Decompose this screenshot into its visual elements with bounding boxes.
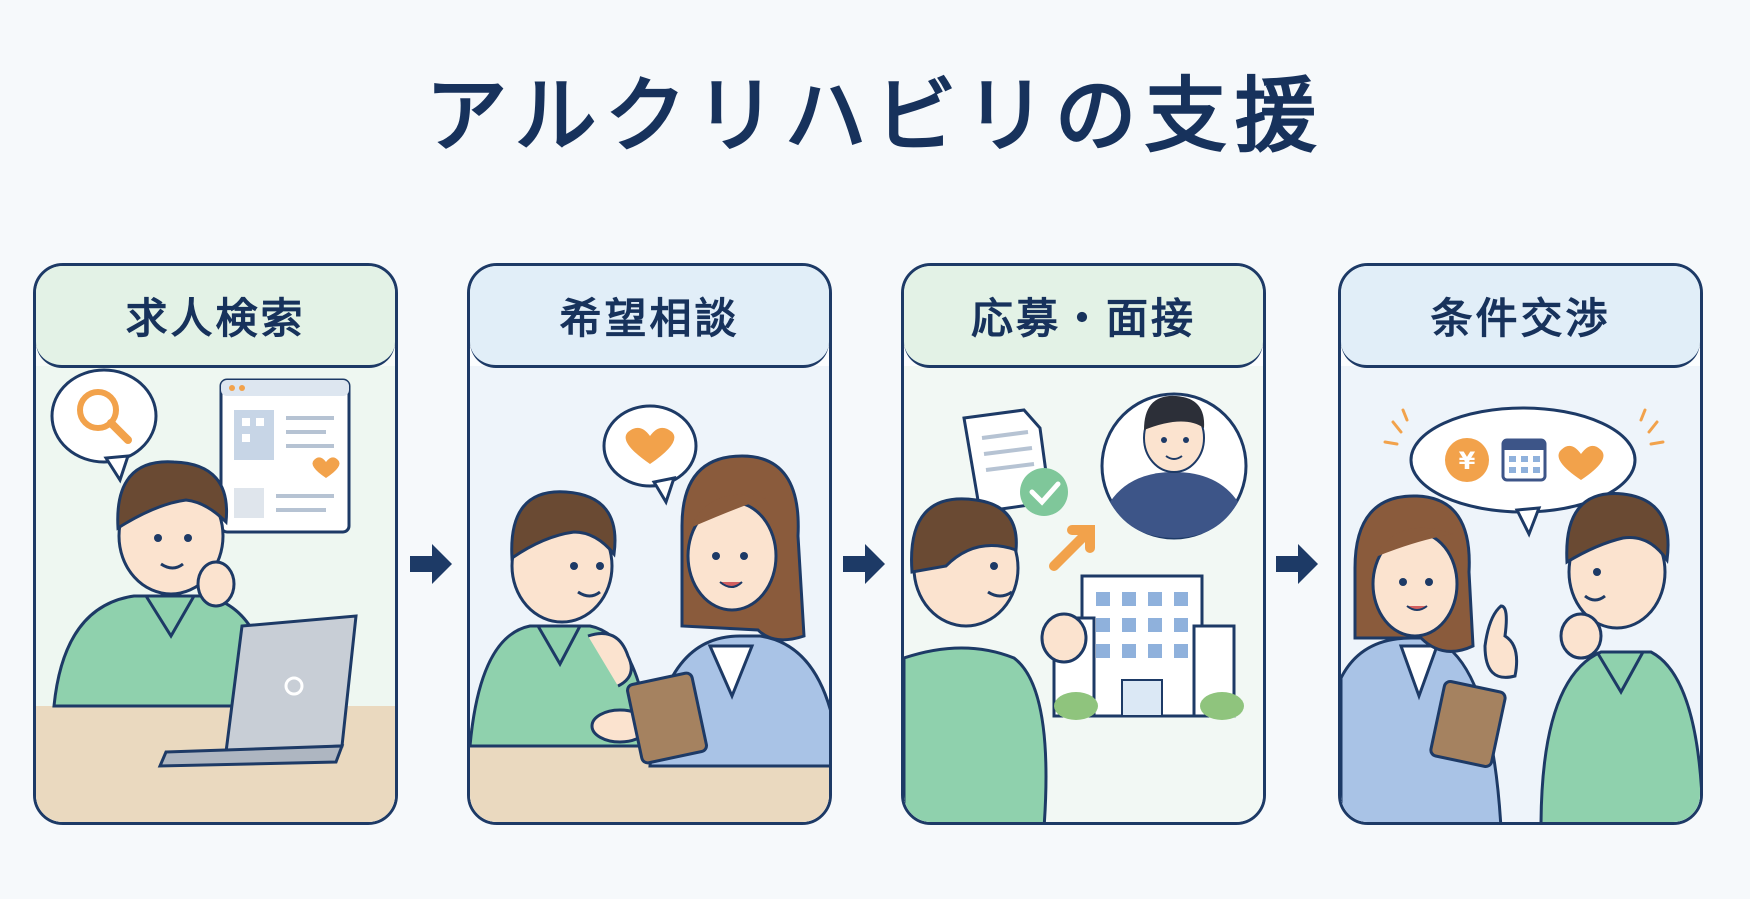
step-label: 応募・面接 <box>970 294 1196 343</box>
step-header: 条件交渉 <box>1341 266 1700 368</box>
arrow-right-icon <box>410 544 452 584</box>
page-title: アルクリハビリの支援 <box>425 69 1325 164</box>
step-card-consultation: 希望相談 <box>467 263 832 825</box>
step-header: 応募・面接 <box>904 266 1263 368</box>
step-card-application-interview: 応募・面接 <box>901 263 1266 825</box>
job-listing-window <box>219 378 351 534</box>
step-label: 条件交渉 <box>1430 294 1611 343</box>
step-card-negotiation: ¥ <box>1338 263 1703 825</box>
arrow-up-right-icon <box>1049 525 1095 571</box>
interview-illustration <box>904 366 1263 822</box>
negotiation-illustration: ¥ <box>1341 366 1700 822</box>
laptop <box>157 614 358 768</box>
step-header: 求人検索 <box>36 266 395 368</box>
svg-text:¥: ¥ <box>1459 447 1476 475</box>
heart-icon <box>602 404 698 506</box>
check-icon <box>1020 468 1068 516</box>
step-header: 希望相談 <box>470 266 829 368</box>
step-label: 希望相談 <box>559 294 740 343</box>
step-card-job-search: 求人検索 <box>33 263 398 825</box>
interviewer-portrait <box>1100 392 1248 540</box>
candidate-figure <box>1483 492 1700 822</box>
step-label: 求人検索 <box>125 294 306 343</box>
advisor-figure <box>587 454 829 768</box>
advisor-figure <box>1341 494 1507 822</box>
calendar-icon <box>1501 438 1547 482</box>
job-search-illustration <box>36 366 395 822</box>
arrow-right-icon <box>843 544 885 584</box>
yen-icon: ¥ <box>1445 438 1489 482</box>
heart-icon <box>1558 445 1604 480</box>
job-seeker-figure <box>52 460 276 708</box>
search-icon <box>50 368 158 484</box>
candidate-figure <box>904 497 1088 822</box>
consultation-illustration <box>470 366 829 822</box>
arrow-right-icon <box>1276 544 1318 584</box>
sparkle-decoration <box>1383 408 1665 446</box>
